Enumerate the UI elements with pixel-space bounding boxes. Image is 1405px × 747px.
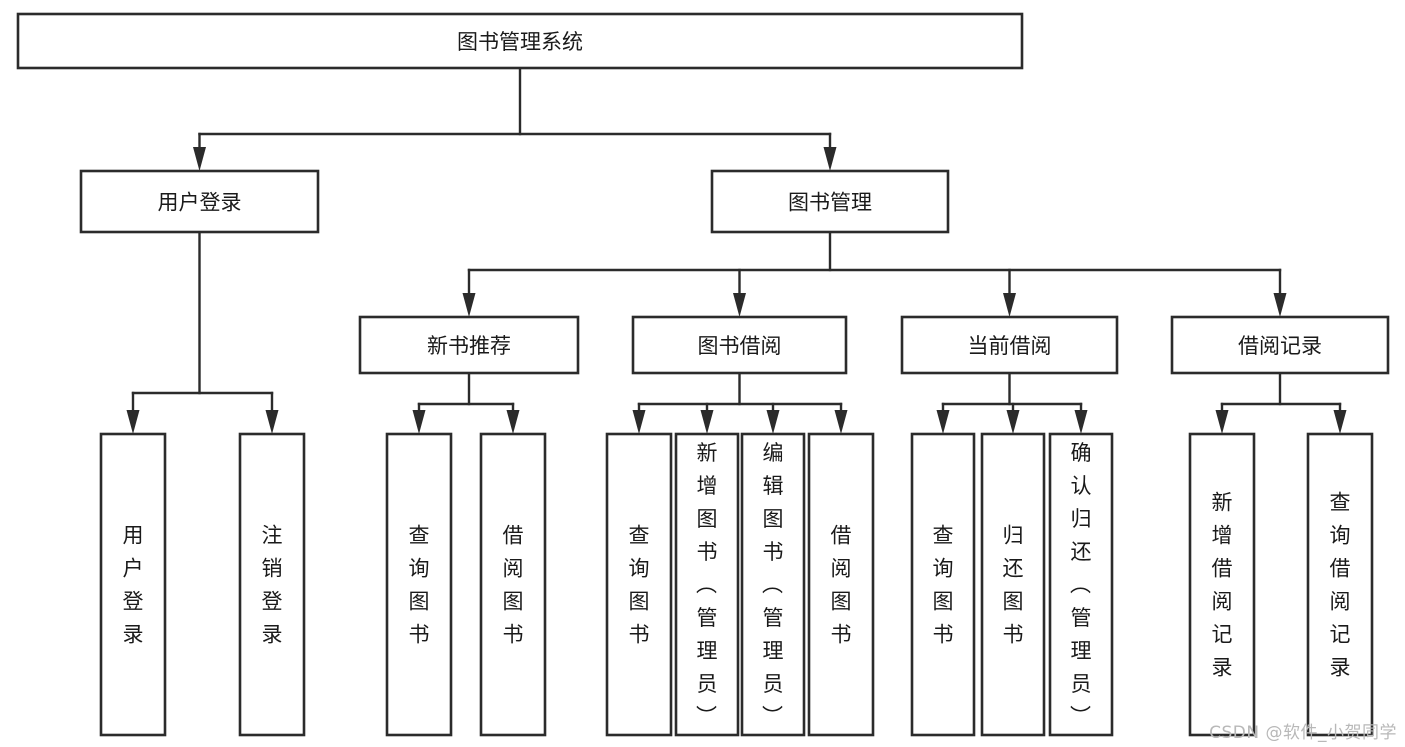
- node-label: 查询图书: [629, 524, 650, 647]
- node-box[interactable]: [807, 432, 875, 737]
- connector-group-user-login: [126, 230, 279, 434]
- arrow-head-icon: [1273, 293, 1287, 317]
- node-leaf-query-book-nbr[interactable]: 查询图书: [385, 432, 453, 737]
- node-box[interactable]: [605, 432, 673, 737]
- node-leaf-query-book-cb[interactable]: 查询图书: [910, 432, 976, 737]
- node-label: 归还图书: [1003, 524, 1024, 647]
- arrow-head-icon: [700, 410, 714, 434]
- connector-group-root: [193, 66, 837, 171]
- arrow-head-icon: [126, 410, 140, 434]
- node-root[interactable]: 图书管理系统: [16, 12, 1024, 70]
- node-leaf-confirm-return[interactable]: 确认归还（管理员）: [1048, 432, 1114, 737]
- node-label: 用户登录: [123, 524, 144, 647]
- arrow-head-icon: [1215, 410, 1229, 434]
- arrow-head-icon: [632, 410, 646, 434]
- node-label: 借阅图书: [831, 524, 852, 647]
- node-box[interactable]: [238, 432, 306, 737]
- node-leaf-query-book-bb[interactable]: 查询图书: [605, 432, 673, 737]
- node-label: 用户登录: [158, 191, 242, 215]
- arrow-head-icon: [766, 410, 780, 434]
- node-box[interactable]: [79, 169, 320, 234]
- node-label: 当前借阅: [968, 334, 1052, 358]
- node-box[interactable]: [900, 315, 1119, 375]
- node-label: 查询图书: [933, 524, 954, 647]
- arrow-head-icon: [823, 147, 837, 171]
- arrow-head-icon: [265, 410, 279, 434]
- connector-group-book-borrow: [632, 371, 848, 434]
- node-label: 图书借阅: [698, 334, 782, 358]
- node-box[interactable]: [385, 432, 453, 737]
- node-box[interactable]: [358, 315, 580, 375]
- arrow-head-icon: [1006, 410, 1020, 434]
- connectors-layer: [126, 66, 1347, 434]
- connector-group-book-management: [462, 230, 1287, 317]
- node-book-management[interactable]: 图书管理: [710, 169, 950, 234]
- node-box[interactable]: [1306, 432, 1374, 737]
- arrow-head-icon: [1074, 410, 1088, 434]
- node-box[interactable]: [1170, 315, 1390, 375]
- node-current-borrow[interactable]: 当前借阅: [900, 315, 1119, 375]
- arrow-head-icon: [936, 410, 950, 434]
- node-label: 确认归还（管理员）: [1070, 441, 1092, 729]
- arrow-head-icon: [412, 410, 426, 434]
- node-label: 新增图书（管理员）: [696, 441, 718, 729]
- arrow-head-icon: [462, 293, 476, 317]
- node-leaf-edit-book[interactable]: 编辑图书（管理员）: [740, 432, 806, 737]
- arrow-head-icon: [733, 293, 746, 317]
- node-leaf-add-book[interactable]: 新增图书（管理员）: [674, 432, 740, 737]
- node-book-borrow[interactable]: 图书借阅: [631, 315, 848, 375]
- node-label: 图书管理系统: [457, 30, 583, 54]
- node-box[interactable]: [1048, 432, 1114, 737]
- node-box[interactable]: [980, 432, 1046, 737]
- node-box[interactable]: [740, 432, 806, 737]
- connector-group-current-borrow: [936, 371, 1088, 434]
- node-new-book-recommend[interactable]: 新书推荐: [358, 315, 580, 375]
- node-label: 新增借阅记录: [1212, 491, 1233, 680]
- node-box[interactable]: [910, 432, 976, 737]
- arrow-head-icon: [193, 147, 206, 171]
- node-label: 编辑图书（管理员）: [762, 441, 784, 729]
- node-leaf-query-record[interactable]: 查询借阅记录: [1306, 432, 1374, 737]
- node-user-login[interactable]: 用户登录: [79, 169, 320, 234]
- arrow-head-icon: [834, 410, 848, 434]
- node-leaf-logout[interactable]: 注销登录: [238, 432, 306, 737]
- node-label: 借阅图书: [503, 524, 524, 647]
- node-leaf-return-book[interactable]: 归还图书: [980, 432, 1046, 737]
- node-borrow-record[interactable]: 借阅记录: [1170, 315, 1390, 375]
- connector-group-borrow-record: [1215, 371, 1347, 434]
- node-leaf-borrow-book-bb[interactable]: 借阅图书: [807, 432, 875, 737]
- node-box[interactable]: [631, 315, 848, 375]
- arrow-head-icon: [1003, 293, 1016, 317]
- node-box[interactable]: [710, 169, 950, 234]
- node-label: 注销登录: [262, 524, 283, 647]
- node-box[interactable]: [479, 432, 547, 737]
- node-label: 新书推荐: [427, 334, 511, 358]
- node-label: 借阅记录: [1238, 334, 1322, 358]
- node-leaf-borrow-book-nbr[interactable]: 借阅图书: [479, 432, 547, 737]
- node-box[interactable]: [16, 12, 1024, 70]
- node-label: 图书管理: [788, 191, 872, 215]
- node-leaf-user-login[interactable]: 用户登录: [99, 432, 167, 737]
- node-label: 查询图书: [409, 524, 430, 647]
- node-box[interactable]: [99, 432, 167, 737]
- node-label: 查询借阅记录: [1330, 491, 1351, 680]
- node-leaf-add-record[interactable]: 新增借阅记录: [1188, 432, 1256, 737]
- node-box[interactable]: [1188, 432, 1256, 737]
- arrow-head-icon: [1333, 410, 1347, 434]
- nodes-layer: 图书管理系统用户登录图书管理新书推荐图书借阅当前借阅借阅记录用户登录注销登录查询…: [16, 12, 1390, 737]
- arrow-head-icon: [506, 410, 520, 434]
- connector-group-new-book-recommend: [412, 371, 520, 434]
- node-box[interactable]: [674, 432, 740, 737]
